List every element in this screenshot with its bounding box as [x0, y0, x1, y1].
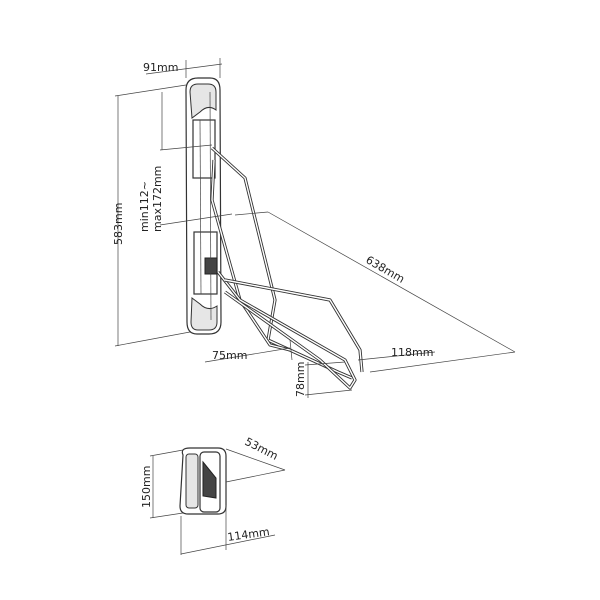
- dimension-lines: [114, 58, 516, 398]
- plate-width-114-label: 114mm: [227, 525, 271, 544]
- cradle-width-118-label: 118mm: [391, 346, 433, 359]
- arm-depth-75-label: 75mm: [212, 349, 247, 362]
- plate-depth-53-label: 53mm: [243, 435, 280, 463]
- wall-rail: [185, 77, 222, 335]
- cradle-height-78-label: 78mm: [294, 362, 307, 397]
- width-91-label: 91mm: [143, 61, 178, 74]
- adjust-range-label-2: max172mm: [151, 166, 164, 232]
- mount-arm: [210, 146, 364, 390]
- height-583-label: 583mm: [112, 203, 125, 245]
- wall-plate: [149, 447, 286, 555]
- plate-height-150-label: 150mm: [140, 466, 153, 508]
- adjust-range-label-1: min112~: [138, 181, 151, 232]
